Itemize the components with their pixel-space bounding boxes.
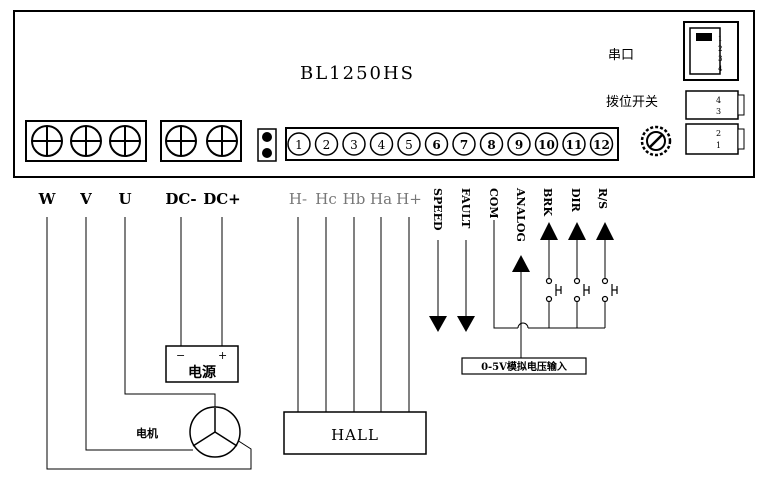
serial-port-connector: 1 2 3 4 bbox=[683, 21, 739, 81]
signal-terminal-number: 7 bbox=[460, 138, 468, 152]
motor-wires bbox=[46, 217, 252, 470]
terminal-label-dir: DIR bbox=[569, 188, 582, 213]
terminal-label-speed: SPEED bbox=[431, 188, 444, 231]
rs-input-arrow-icon bbox=[596, 222, 614, 278]
signal-terminal-icon: 2 bbox=[314, 132, 339, 156]
signal-terminal-number: 1 bbox=[295, 138, 303, 152]
analog-input-arrow-icon bbox=[512, 255, 530, 358]
signal-terminal-number: 4 bbox=[378, 138, 386, 152]
serial-pin-1: 1 bbox=[718, 35, 722, 43]
signal-terminal-number: 10 bbox=[538, 138, 555, 152]
dir-input-arrow-icon bbox=[568, 222, 586, 278]
screw-terminals bbox=[31, 125, 238, 157]
analog-input-label: 0-5V模拟电压输入 bbox=[481, 360, 567, 373]
terminal-label-hc: Hc bbox=[315, 190, 336, 208]
com-bus-wires bbox=[493, 220, 606, 329]
signal-terminal-number: 5 bbox=[405, 138, 413, 152]
hall-sensor-box bbox=[283, 411, 427, 455]
terminal-label-w: W bbox=[38, 190, 57, 208]
power-supply-label: 电源 bbox=[188, 364, 216, 381]
power-supply-box: − + 电源 bbox=[165, 345, 239, 383]
serial-pin-2: 2 bbox=[718, 45, 722, 53]
signal-terminal-icon: 3 bbox=[342, 132, 366, 156]
terminal-label-fault: FAULT bbox=[459, 188, 472, 229]
motor-symbol-icon bbox=[189, 406, 241, 458]
serial-port-label: 串口 bbox=[608, 48, 634, 63]
signal-terminal-icon: 8 bbox=[479, 132, 504, 156]
terminal-label-com: COM bbox=[487, 188, 500, 219]
dip-pin-1: 1 bbox=[716, 141, 721, 150]
potentiometer-knob-icon bbox=[640, 125, 672, 157]
dip-pin-2: 2 bbox=[716, 129, 721, 138]
signal-terminal-number: 9 bbox=[515, 138, 523, 152]
screw-terminal-icon bbox=[165, 125, 197, 157]
terminal-label-brk: BRK bbox=[541, 188, 554, 216]
signal-terminal-number: 2 bbox=[323, 138, 331, 152]
signal-terminal-icon: 5 bbox=[397, 132, 421, 156]
dip-pin-4: 4 bbox=[716, 96, 721, 105]
dip-pin-3: 3 bbox=[716, 107, 721, 116]
signal-terminal-icon: 1 bbox=[287, 132, 311, 156]
dip-switch-upper: 4 3 bbox=[685, 90, 745, 120]
signal-terminal-icon: 12 bbox=[589, 132, 614, 156]
screw-terminal-icon bbox=[31, 125, 63, 157]
signal-terminal-icon: 4 bbox=[369, 132, 394, 156]
power-supply-wires bbox=[180, 217, 223, 346]
signal-terminal-icon: 7 bbox=[452, 132, 476, 156]
speed-output-arrow-icon bbox=[429, 240, 447, 332]
dip-switch-label: 拨位开关 bbox=[606, 95, 658, 110]
brk-switch-icon bbox=[545, 277, 562, 303]
terminal-label-h-plus: H+ bbox=[396, 190, 422, 208]
screw-terminal-icon bbox=[109, 125, 141, 157]
jumper-connector bbox=[257, 128, 277, 162]
signal-terminal-icon: 10 bbox=[534, 132, 559, 156]
serial-pin-4: 4 bbox=[718, 65, 723, 73]
terminal-label-v: V bbox=[79, 190, 92, 208]
device-model: BL1250HS bbox=[300, 63, 415, 84]
signal-terminal-number: 6 bbox=[432, 138, 440, 152]
terminal-label-ha: Ha bbox=[370, 190, 392, 208]
terminal-label-rs: R/S bbox=[596, 188, 609, 209]
signal-terminal-icon: 6 bbox=[424, 132, 449, 156]
signal-terminal-number: 12 bbox=[593, 138, 610, 152]
screw-terminal-icon bbox=[70, 125, 102, 157]
power-supply-plus: + bbox=[218, 349, 227, 362]
motor-label: 电机 bbox=[136, 426, 158, 440]
serial-pin-3: 3 bbox=[718, 55, 722, 63]
signal-terminal-icon: 11 bbox=[562, 132, 586, 156]
signal-terminal-number: 8 bbox=[487, 138, 495, 152]
terminal-label-hb: Hb bbox=[343, 190, 366, 208]
terminal-label-h-minus: H- bbox=[289, 190, 307, 208]
power-supply-minus: − bbox=[176, 349, 185, 362]
rs-switch-icon bbox=[601, 277, 618, 303]
terminal-label-analog: ANALOG bbox=[514, 187, 527, 242]
hall-wires bbox=[297, 217, 410, 412]
brk-input-arrow-icon bbox=[540, 222, 558, 278]
dir-switch-icon bbox=[573, 277, 590, 303]
dip-switch-lower: 2 1 bbox=[685, 123, 745, 155]
terminal-label-dc-minus: DC- bbox=[165, 190, 196, 208]
screw-terminal-icon bbox=[206, 125, 238, 157]
analog-input-box bbox=[461, 357, 587, 375]
signal-terminal-number: 3 bbox=[350, 138, 358, 152]
signal-terminal-icon: 9 bbox=[507, 132, 531, 156]
fault-output-arrow-icon bbox=[457, 240, 475, 332]
signal-terminal-number: 11 bbox=[566, 138, 583, 152]
terminal-label-u: U bbox=[118, 190, 131, 208]
terminal-label-dc-plus: DC+ bbox=[203, 190, 241, 208]
hall-label: HALL bbox=[331, 426, 379, 444]
